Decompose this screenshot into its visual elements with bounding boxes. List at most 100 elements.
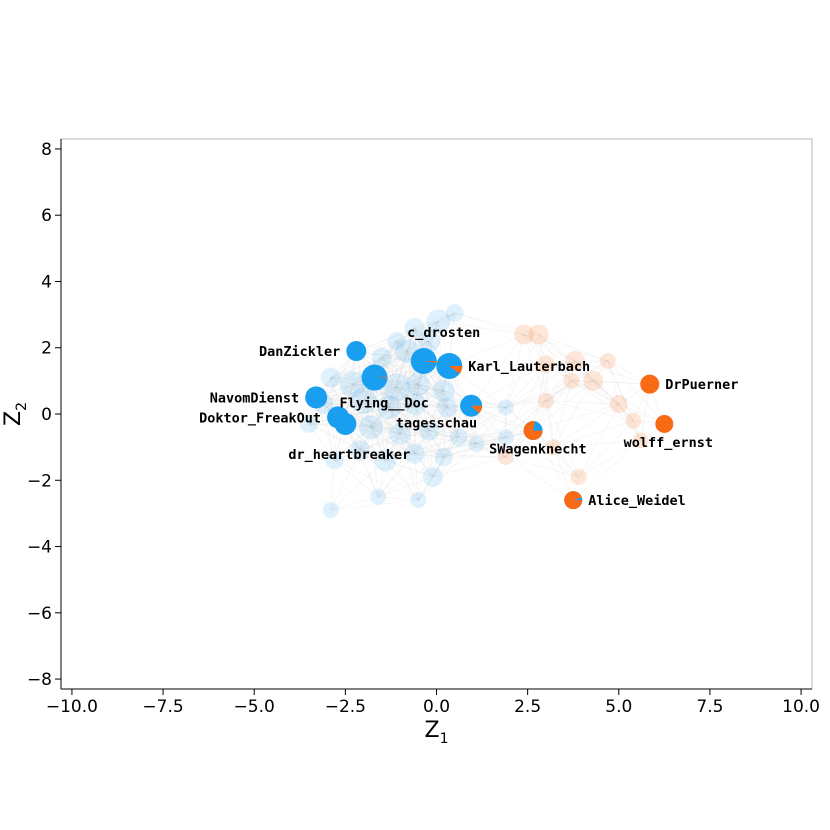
edge-line <box>505 360 576 408</box>
edge-line <box>532 380 594 431</box>
edge-line <box>399 390 445 435</box>
edge-line <box>395 387 401 434</box>
edge-line <box>337 350 357 418</box>
edge-line <box>592 380 634 421</box>
edge-line <box>381 357 419 385</box>
edge-line <box>363 383 419 402</box>
edge-line <box>330 357 382 378</box>
edge-line <box>370 390 444 428</box>
edge-line <box>370 427 419 501</box>
edge-line <box>385 460 433 478</box>
background-node <box>325 451 344 470</box>
edge-line <box>505 364 547 408</box>
x-tick-label: −2.5 <box>325 697 366 717</box>
edge-line <box>414 453 444 458</box>
edge-line <box>396 387 448 408</box>
edge-line <box>370 426 444 458</box>
edge-line <box>308 423 361 451</box>
edge-line <box>545 360 609 402</box>
edge-line <box>593 380 665 425</box>
edge-line <box>607 360 665 425</box>
edge-line <box>308 403 324 425</box>
edge-line <box>399 365 450 435</box>
edge-line <box>389 403 415 408</box>
edge-line <box>370 387 397 428</box>
edge-line <box>523 334 594 382</box>
edge-line <box>414 327 430 342</box>
edge-line <box>538 334 547 401</box>
edge-line <box>428 312 456 342</box>
edge-line <box>417 383 477 445</box>
edge-line <box>414 320 439 329</box>
edge-line <box>592 380 641 441</box>
edge-line <box>407 320 439 352</box>
edge-line <box>323 383 353 405</box>
edge-line <box>377 433 401 497</box>
edge-line <box>396 350 408 388</box>
edge-line <box>523 334 572 382</box>
edge-line <box>316 397 401 435</box>
edge-line <box>370 406 448 428</box>
node-slice-blue <box>334 412 357 435</box>
edge-line <box>505 380 572 408</box>
background-node <box>349 440 370 461</box>
edge-line <box>363 400 415 455</box>
y-tick-label: 0 <box>41 405 52 425</box>
background-node <box>387 332 406 351</box>
edge-line <box>414 403 430 431</box>
edge-line <box>432 407 448 478</box>
background-node <box>404 317 425 338</box>
edge-line <box>388 390 444 408</box>
edge-line <box>505 446 554 458</box>
edge-line <box>429 430 459 438</box>
edge-line <box>592 380 620 405</box>
edge-line <box>385 460 419 501</box>
node-pie <box>564 491 583 510</box>
edge-line <box>552 380 594 448</box>
edge-line <box>428 430 434 477</box>
edge-line <box>345 423 415 455</box>
edge-line <box>381 340 397 358</box>
background-node <box>404 443 425 464</box>
edge-line <box>396 387 445 458</box>
edge-line <box>417 383 459 438</box>
edge-line <box>432 456 506 478</box>
x-tick-label: 0.0 <box>423 697 450 717</box>
edge-line <box>370 383 419 428</box>
edge-line <box>578 420 634 478</box>
edge-line <box>432 443 477 478</box>
edge-line <box>471 400 546 407</box>
edge-line <box>578 440 641 478</box>
background-node <box>339 371 366 398</box>
edge-line <box>323 403 390 408</box>
edge-line <box>370 426 459 438</box>
edge-line <box>334 433 401 461</box>
edge-line <box>330 377 353 385</box>
edge-line <box>385 407 448 461</box>
edge-line <box>359 387 397 451</box>
edge-line <box>399 407 448 435</box>
edge-line <box>443 390 477 445</box>
node-pie <box>523 421 543 441</box>
edge-line <box>414 453 434 478</box>
edge-line <box>454 312 539 335</box>
edge-line <box>438 312 455 322</box>
edge-line <box>388 383 419 408</box>
edge-line <box>571 380 634 421</box>
edge-line <box>417 443 477 501</box>
background-node <box>410 492 427 509</box>
background-node <box>382 373 411 402</box>
edge-line <box>458 430 534 438</box>
edge-line <box>399 433 477 445</box>
edge-line <box>399 384 419 435</box>
edge-line <box>545 400 634 422</box>
background-node <box>497 399 514 416</box>
plot-area: DanZicklerc_drostenKarl_LauterbachNavomD… <box>60 138 813 690</box>
background-node <box>377 395 402 420</box>
node-label: Doktor_FreakOut <box>199 410 321 426</box>
edge-line <box>385 443 477 461</box>
edge-line <box>545 363 594 382</box>
edge-line <box>476 400 547 445</box>
background-node <box>563 372 580 389</box>
